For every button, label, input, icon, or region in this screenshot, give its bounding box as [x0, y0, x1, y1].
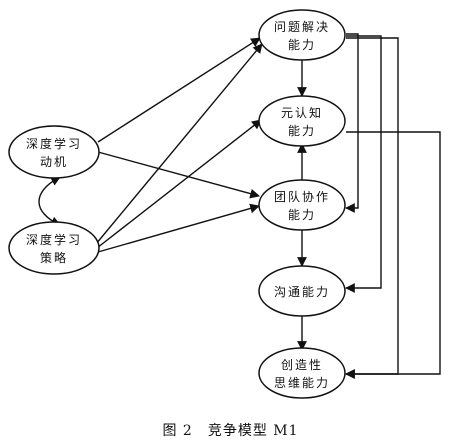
edge-problem-team [345, 33, 359, 213]
node-label: 能力 [288, 38, 316, 52]
edge-problem-comm [345, 35, 382, 293]
edge-strategy-meta [96, 119, 262, 249]
node-shape [258, 347, 346, 399]
node-creative-thinking: 创造性 思维能力 [258, 347, 346, 399]
figure-caption: 图 2 竞争模型 M1 [162, 423, 299, 439]
edges [38, 33, 441, 379]
node-label: 思维能力 [274, 376, 330, 390]
node-label: 能力 [288, 208, 316, 222]
edge-problem-creative [345, 37, 399, 379]
node-deep-learning-motivation: 深度学习 动机 [8, 125, 100, 179]
node-problem-solving: 问题解决 能力 [258, 9, 346, 61]
node-label: 深度学习 [26, 136, 82, 151]
edge-strategy-team [97, 203, 260, 253]
node-label: 动机 [40, 155, 68, 169]
node-deep-learning-strategy: 深度学习 策略 [8, 221, 100, 275]
node-communication: 沟通能力 [258, 265, 346, 317]
node-shape [258, 179, 346, 231]
node-shape [8, 221, 100, 275]
node-label: 创造性 [281, 358, 323, 372]
node-label: 策略 [40, 250, 68, 265]
edge-motivation-strategy [38, 176, 61, 226]
edge-motivation-problem [97, 37, 261, 143]
edge-motivation-team [97, 151, 260, 199]
node-label: 元认知 [281, 106, 323, 120]
node-label: 深度学习 [26, 232, 82, 247]
node-shape [8, 125, 100, 179]
node-label: 问题解决 [274, 20, 330, 34]
node-shape [258, 265, 346, 317]
node-label: 能力 [288, 124, 316, 138]
node-teamwork: 团队协作 能力 [258, 179, 346, 231]
node-metacognition: 元认知 能力 [258, 95, 346, 147]
node-shape [258, 95, 346, 147]
node-label: 团队协作 [274, 189, 330, 204]
node-label: 沟通能力 [274, 285, 330, 299]
edge-strategy-problem [95, 43, 263, 245]
node-shape [258, 9, 346, 61]
edge-meta-creative [345, 131, 441, 379]
